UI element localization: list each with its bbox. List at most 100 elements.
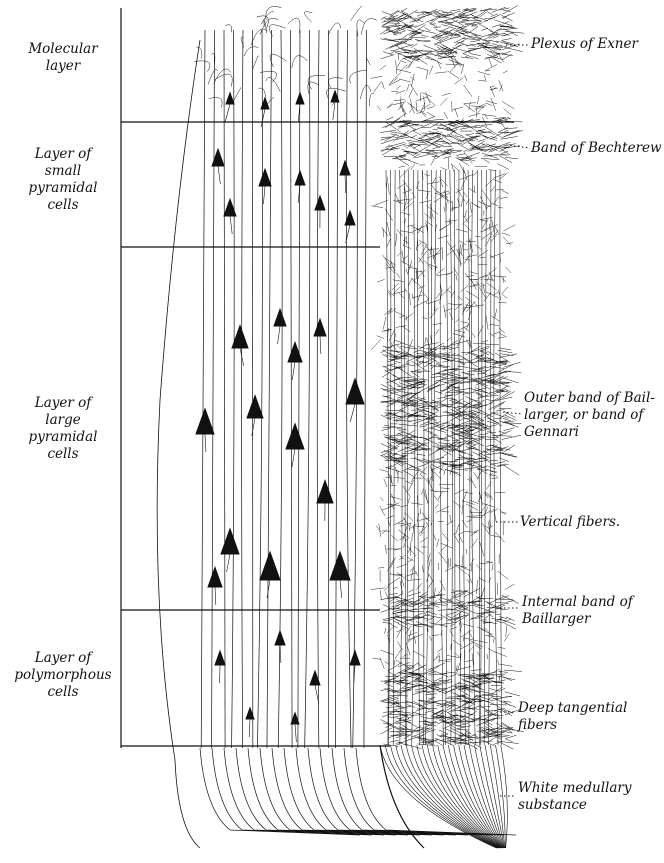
fiber-stroke [441, 543, 453, 548]
fiber-stroke [387, 239, 391, 248]
label-band-of-bechterew: Band of Bechterew [531, 140, 662, 157]
fiber-stroke [464, 327, 469, 331]
fiber-stroke [397, 251, 403, 257]
fiber-stroke [378, 567, 384, 568]
dendrite-arc [351, 6, 362, 20]
fiber-stroke [489, 522, 490, 534]
fiber-stroke [454, 448, 467, 453]
fiber-stroke [380, 470, 388, 472]
fiber-stroke [495, 189, 504, 190]
fiber-stroke [464, 688, 480, 693]
fiber-stroke [439, 27, 449, 32]
fiber-stroke [440, 98, 447, 106]
axon-stub [218, 166, 220, 184]
dendrite-arc [366, 57, 370, 64]
fiber-stroke [459, 241, 466, 245]
fiber-stroke [476, 597, 485, 600]
fiber-stroke [382, 82, 385, 89]
fiber-stroke [403, 405, 420, 406]
fiber-stroke [452, 142, 458, 143]
fiber-stroke [447, 380, 458, 381]
fiber-stroke [466, 241, 476, 242]
fiber-stroke [380, 650, 394, 655]
fiber-stroke [466, 134, 474, 135]
fiber-stroke [477, 469, 487, 470]
fiber-stroke [401, 231, 414, 233]
fiber-stroke [494, 20, 512, 26]
fiber-stroke [505, 623, 516, 629]
fiber-stroke [426, 617, 434, 621]
axon-stub [205, 434, 206, 452]
fiber-stroke [470, 14, 476, 17]
fiber-stroke [397, 62, 400, 68]
fiber-stroke [478, 250, 488, 257]
fiber-stroke [390, 435, 402, 436]
fiber-stroke [458, 325, 469, 331]
fiber-stroke [411, 503, 423, 505]
fiber-stroke [448, 707, 460, 713]
fiber-stroke [479, 491, 483, 505]
fiber-stroke [392, 378, 400, 382]
dendrite-arc [328, 78, 343, 89]
fiber-stroke [472, 653, 473, 665]
fiber-stroke [425, 135, 431, 138]
fiber-stroke [452, 709, 470, 712]
fiber-stroke [491, 462, 506, 465]
converging-fiber [236, 748, 396, 835]
dendrite-arc [225, 25, 231, 33]
fiber-stroke [456, 42, 463, 43]
fiber-stroke [470, 27, 478, 32]
fiber-stroke [500, 333, 507, 337]
converging-fiber [356, 748, 516, 835]
fiber-stroke [472, 57, 478, 60]
fiber-stroke [502, 101, 514, 108]
fiber-stroke [384, 628, 386, 634]
fiber-stroke [486, 315, 488, 330]
fiber-stroke [406, 643, 410, 655]
fiber-stroke [442, 93, 450, 95]
fiber-stroke [493, 332, 501, 335]
fiber-stroke [456, 229, 468, 232]
fiber-stroke [440, 581, 445, 591]
fiber-stroke [418, 242, 422, 246]
axon-stub [345, 175, 346, 193]
fiber-stroke [469, 240, 473, 253]
fiber-stroke [426, 206, 438, 215]
fiber-stroke [493, 741, 501, 744]
fiber-stroke [395, 711, 410, 713]
fiber-stroke [506, 128, 518, 129]
molecular-arborization [194, 6, 377, 107]
fiber-stroke [468, 737, 478, 738]
fiber-stroke [413, 147, 428, 156]
fiber-stroke [389, 78, 398, 85]
fiber-stroke [495, 621, 503, 623]
fiber-stroke [435, 72, 447, 73]
fiber-stroke [499, 156, 512, 163]
fiber-stroke [421, 36, 428, 37]
fiber-stroke [408, 437, 425, 446]
label-outer-band-of-baillarger: Outer band of Bail- larger, or band of G… [524, 390, 655, 441]
fiber-stroke [477, 580, 478, 594]
fiber-stroke [381, 447, 399, 453]
pyramidal-cell [286, 424, 304, 449]
fiber-stroke [464, 590, 473, 594]
axon-stub [292, 449, 295, 467]
dendrite-arc [266, 77, 280, 91]
fiber-stroke [489, 577, 491, 582]
fiber-stroke [410, 77, 414, 80]
fiber-stroke [387, 23, 400, 24]
fiber-stroke [440, 544, 447, 551]
converging-fiber [296, 748, 456, 835]
pyramidal-cell [196, 409, 214, 434]
fiber-stroke [444, 308, 452, 311]
fiber-stroke [470, 272, 478, 274]
fiber-stroke [448, 558, 449, 568]
fiber-stroke [402, 343, 415, 347]
fiber-stroke [462, 30, 478, 35]
fiber-stroke [402, 453, 415, 454]
fiber-stroke [391, 50, 402, 52]
fiber-stroke [478, 107, 483, 113]
fiber-stroke [506, 625, 507, 636]
fiber-stroke [420, 407, 429, 409]
fiber-stroke [436, 329, 439, 335]
